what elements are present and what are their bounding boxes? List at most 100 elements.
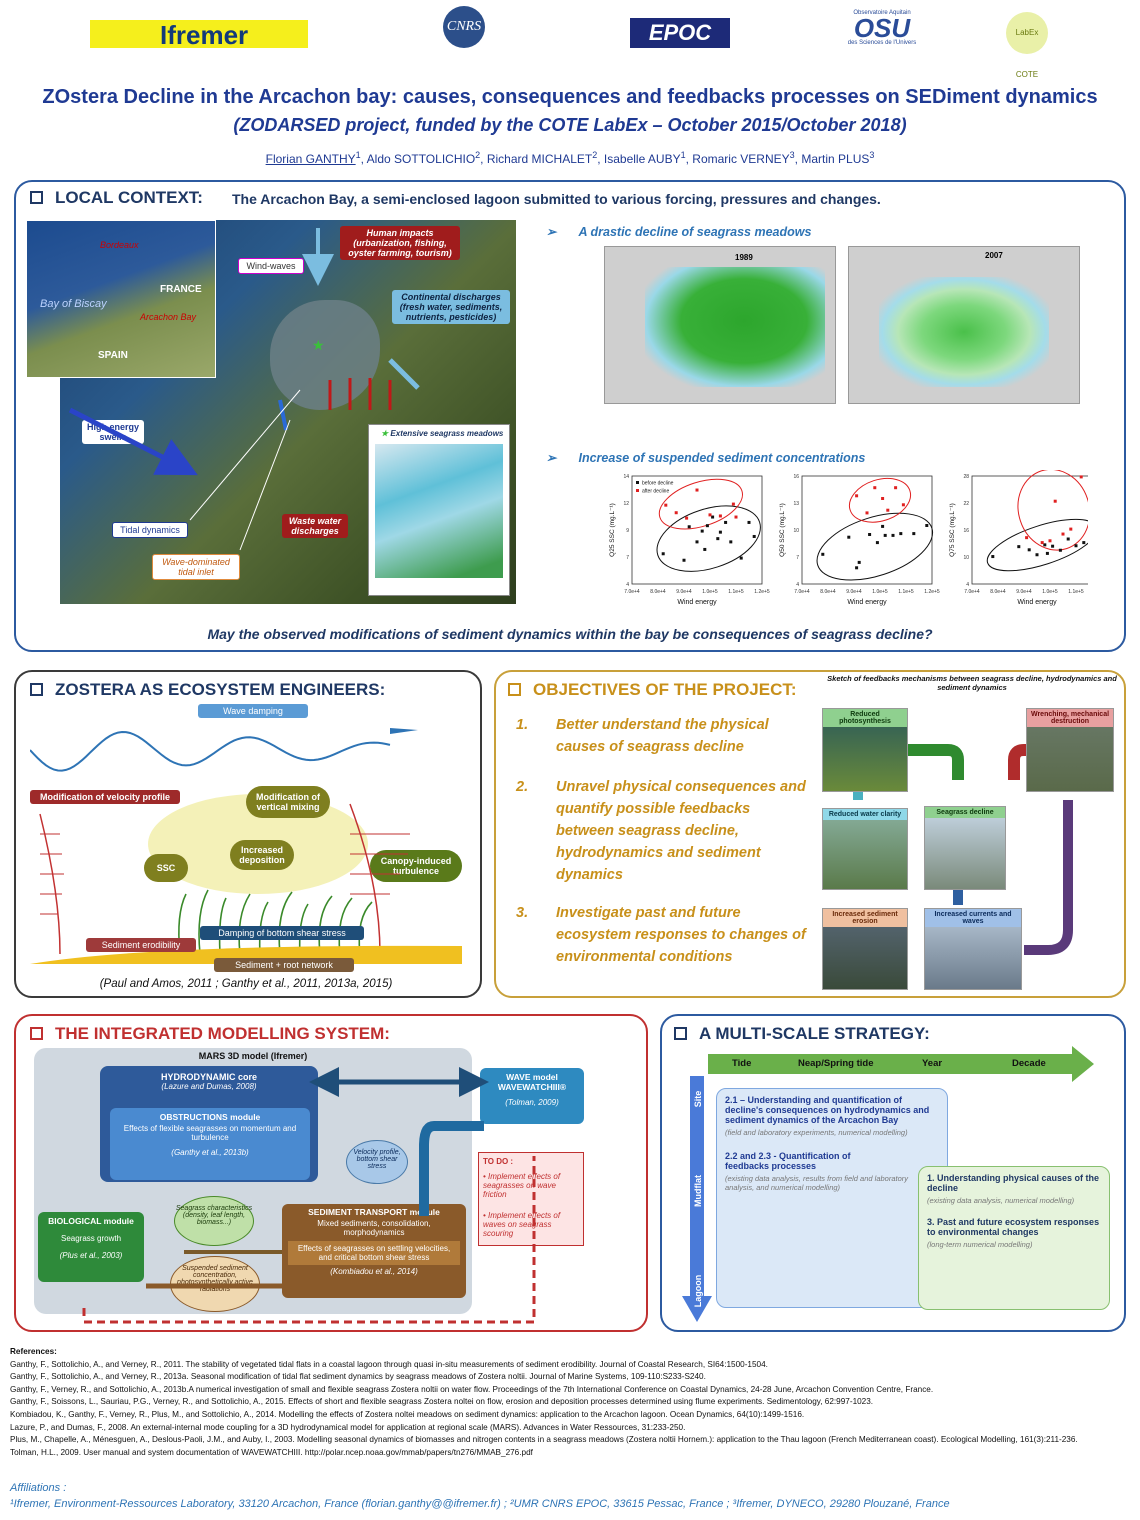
modelling-arrows — [82, 1067, 536, 1324]
strategy-section — [660, 1014, 1126, 1332]
bordeaux-label: Bordeaux — [100, 240, 139, 250]
before-decline-point — [729, 540, 733, 544]
before-decline-point — [891, 533, 895, 537]
strategy-axes — [682, 1046, 1094, 1322]
continental-discharges-label: Continental discharges (fresh water, sed… — [392, 290, 510, 324]
velocity-bubble: Velocity profile, bottom shear stress — [346, 1140, 408, 1184]
biological-module-box: BIOLOGICAL module Seagrass growth (Plus … — [38, 1212, 144, 1282]
increased-currents-panel: Increased currents and waves — [924, 908, 1022, 990]
before-decline-point — [687, 525, 691, 529]
before-decline-point — [711, 515, 715, 519]
cnrs-logo: CNRS — [443, 6, 485, 48]
seagrass-canopy — [30, 803, 462, 964]
ssc-label: SSC — [144, 854, 188, 882]
before-decline-point — [1051, 544, 1055, 548]
space-scale-label: Mudflat — [693, 1175, 703, 1207]
wave-damping-label: Wave damping — [198, 704, 308, 718]
sediment-erodibility-label: Sediment erodibility — [86, 938, 196, 952]
before-decline-point — [695, 540, 699, 544]
references: References: Ganthy, F., Sottolichio, A.,… — [10, 1346, 1130, 1459]
author-name: Aldo SOTTOLICHIO — [366, 152, 476, 166]
before-decline-point — [881, 524, 885, 528]
y-tick-label: 4 — [796, 582, 799, 588]
y-tick-label: 13 — [793, 501, 799, 507]
canopy-turbulence-label: Canopy-induced turbulence — [370, 850, 462, 882]
after-decline-point — [855, 494, 859, 498]
y-tick-label: 16 — [963, 528, 969, 534]
author-affiliation-number: 1 — [680, 150, 686, 160]
chart-plot-area — [631, 475, 763, 585]
objectives-section — [494, 670, 1126, 998]
after-decline-point — [901, 503, 905, 507]
author-affiliation-number: 3 — [789, 150, 795, 160]
author-name: Isabelle AUBY — [603, 152, 681, 166]
poster-subtitle: (ZODARSED project, funded by the COTE La… — [233, 115, 907, 135]
y-tick-label: 16 — [793, 474, 799, 480]
y-axis-label: Q50 SSC (mg.L⁻¹) — [779, 503, 786, 557]
before-decline-point — [855, 566, 859, 570]
spain-label: SPAIN — [98, 350, 128, 361]
x-axis-label: Wind energy — [1017, 599, 1057, 606]
wind-waves-label: Wind-waves — [238, 258, 304, 274]
chart-plot-area — [801, 475, 933, 585]
before-decline-point — [1058, 548, 1062, 552]
epoc-logo: EPOC — [630, 18, 730, 48]
obstructions-box: OBSTRUCTIONS module Effects of flexible … — [110, 1108, 310, 1180]
after-decline-point — [1025, 536, 1029, 540]
before-decline-point — [868, 533, 872, 536]
sediment-module-box: SEDIMENT TRANSPORT module Mixed sediment… — [282, 1204, 466, 1298]
before-decline-point — [724, 520, 728, 524]
time-scale-label: Year — [922, 1058, 943, 1069]
before-decline-point — [912, 532, 916, 536]
before-decline-point — [821, 552, 825, 556]
space-scale-label: Site — [693, 1090, 703, 1108]
before-decline-point — [991, 555, 995, 559]
waste-water-label: Waste water discharges — [282, 514, 348, 538]
objective-item: 2.Unravel physical consequences and quan… — [516, 776, 812, 886]
strategy-heading: A MULTI-SCALE STRATEGY: — [674, 1024, 930, 1044]
todo-box: TO DO : • Implement effects of seagrasse… — [478, 1152, 584, 1246]
time-scale-label: Neap/Spring tide — [798, 1058, 874, 1069]
after-decline-point — [881, 497, 885, 500]
ecosystem-diagram: Wave damping Modification of velocity pr… — [30, 704, 462, 974]
reduced-clarity-panel: Reduced water clarity — [822, 808, 908, 890]
extensive-seagrass-label: ★ Extensive seagrass meadows — [381, 429, 504, 438]
space-scale-label: Lagoon — [693, 1274, 703, 1308]
ecosystem-heading: ZOSTERA AS ECOSYSTEM ENGINEERS: — [30, 680, 385, 700]
x-tick-label: 1.2e+5 — [754, 589, 770, 595]
before-decline-point — [1035, 553, 1039, 557]
decline-heading: ➢A drastic decline of seagrass meadows — [546, 225, 812, 239]
after-decline-point — [674, 511, 678, 515]
before-decline-point — [1066, 537, 1070, 541]
vertical-mixing-label: Modification of vertical mixing — [246, 786, 330, 818]
seagrass-inset-map: ★ Extensive seagrass meadows — [368, 424, 510, 596]
after-decline-ellipse — [848, 477, 912, 523]
reference-item: Ganthy, F., Sottolichio, A., and Verney,… — [10, 1359, 768, 1369]
x-tick-label: 7.0e+4 — [964, 589, 980, 595]
reference-item: Ganthy, F., Sottolichio, A., and Verney,… — [10, 1372, 706, 1382]
y-tick-label: 7 — [796, 555, 799, 561]
legend-label: after decline — [642, 489, 669, 495]
after-decline-point — [1048, 539, 1052, 543]
before-decline-point — [739, 556, 743, 560]
y-tick-label: 7 — [626, 555, 629, 561]
after-decline-point — [734, 515, 738, 519]
author-list: Florian GANTHY1, Aldo SOTTOLICHIO2, Rich… — [265, 150, 875, 166]
y-tick-label: 4 — [626, 582, 629, 588]
bay-of-biscay-label: Bay of Biscay — [40, 298, 107, 310]
wave-dominated-inlet-label: Wave-dominated tidal inlet — [152, 554, 240, 580]
after-decline-point — [894, 486, 898, 490]
x-tick-label: 8.0e+4 — [650, 589, 666, 595]
chart-plot-area — [971, 475, 1088, 585]
seagrass-decline-panel: Seagrass decline — [924, 806, 1006, 890]
objective-number: 1. — [516, 717, 529, 733]
inset-europe-map — [26, 220, 216, 378]
mars-title: MARS 3D model (Ifremer) — [198, 1051, 308, 1061]
arcachon-bay-label: Arcachon Bay — [140, 312, 197, 322]
author-affiliation-number: 3 — [869, 150, 875, 160]
y-tick-label: 10 — [963, 555, 969, 561]
before-decline-point — [700, 529, 704, 533]
after-decline-point — [695, 488, 699, 492]
before-decline-point — [1082, 541, 1086, 545]
